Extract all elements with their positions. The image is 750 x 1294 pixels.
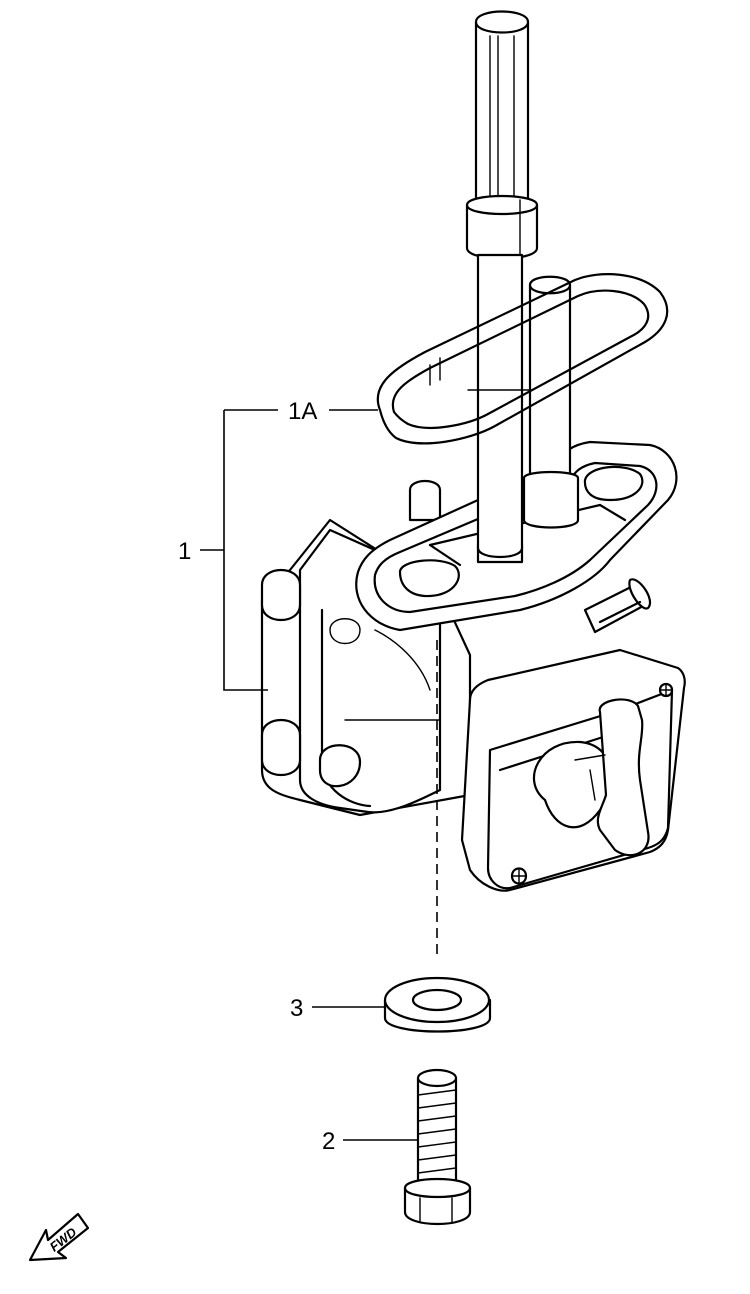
o-ring-1a <box>376 273 669 445</box>
callout-part-3: 3 <box>290 995 303 1022</box>
callout-part-1: 1 <box>178 538 191 565</box>
screw-part-2 <box>403 1068 472 1226</box>
center-rods <box>476 253 580 558</box>
lever-plate-assembly <box>460 648 686 892</box>
fwd-arrow-badge: FWD <box>28 1212 90 1262</box>
callout-part-2: 2 <box>322 1128 335 1155</box>
fwd-arrow-icon <box>28 1212 90 1262</box>
outlet-pipe <box>583 578 651 634</box>
callout-leaders <box>200 409 418 1141</box>
callout-part-1a: 1A <box>288 398 317 425</box>
washer-part-3 <box>383 976 492 1033</box>
fuel-cock-assembly <box>260 10 686 958</box>
strainer-pipe <box>465 10 539 260</box>
